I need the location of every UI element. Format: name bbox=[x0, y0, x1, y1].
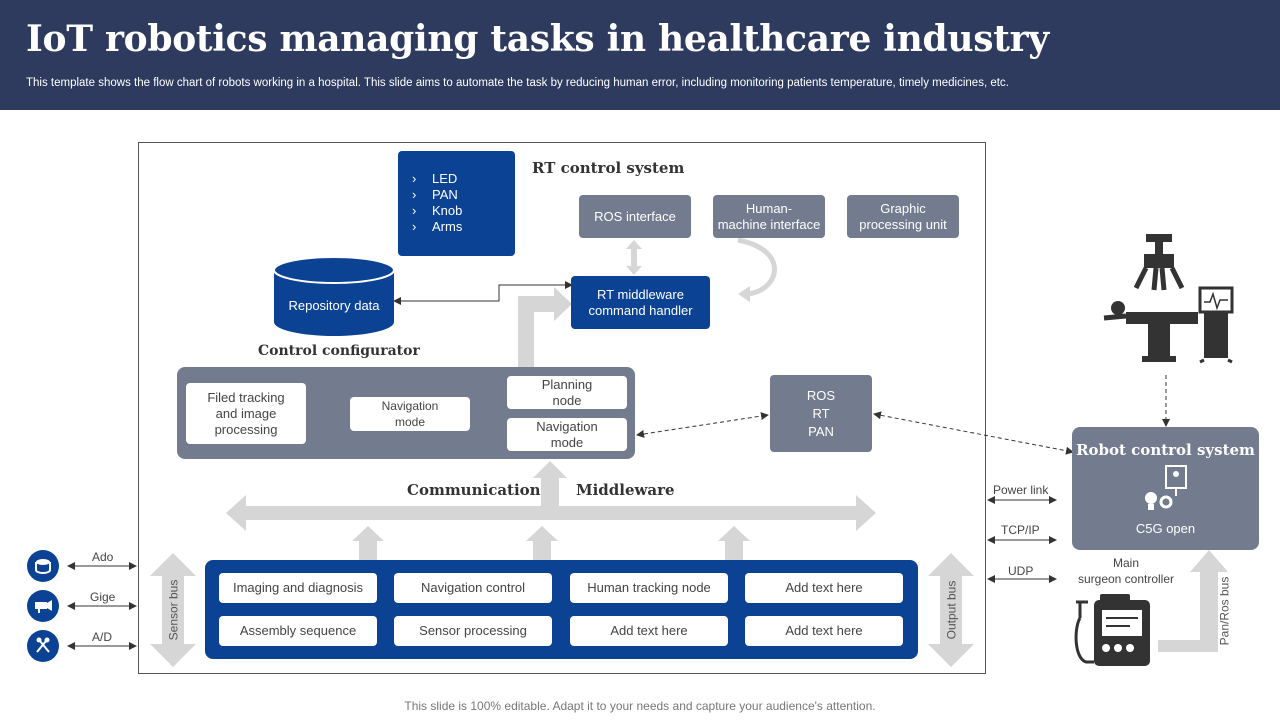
repository-cylinder-icon bbox=[273, 256, 395, 336]
pan-ros-bus-arrow bbox=[1158, 550, 1228, 652]
ros-robot-dashed bbox=[873, 411, 1074, 455]
chevron-right-icon: › bbox=[412, 187, 417, 202]
up-arrow-3 bbox=[718, 526, 750, 560]
configurator-title: Control configurator bbox=[258, 343, 420, 359]
repository-link bbox=[393, 281, 573, 305]
link-label-udp: UDP bbox=[1008, 564, 1034, 578]
page-title: IoT robotics managing tasks in healthcar… bbox=[26, 18, 1049, 60]
tools-sensor-icon bbox=[27, 630, 59, 662]
sensor-bus-wrap: Sensor bus bbox=[138, 580, 208, 641]
hmi-box: Human- machine interface bbox=[713, 195, 825, 238]
led-list-label: PAN bbox=[432, 187, 458, 202]
header-banner bbox=[0, 0, 1280, 110]
robot-control-sub: C5G open bbox=[1135, 521, 1196, 536]
surgeon-controller-icon bbox=[1074, 594, 1150, 666]
rt-middleware-box: RT middleware command handler bbox=[571, 276, 710, 329]
led-list-label: LED bbox=[432, 171, 458, 186]
middleware-label: Middleware bbox=[576, 481, 675, 499]
module-box: Human tracking node bbox=[570, 573, 728, 603]
link-label-power: Power link bbox=[993, 483, 1049, 497]
gear-bulb-icon bbox=[1145, 465, 1187, 510]
up-arrow-config bbox=[533, 461, 567, 506]
nav-mode-box-2: Navigation mode bbox=[507, 418, 627, 451]
output-bus-arrow bbox=[928, 553, 974, 667]
ros-middleware-arrow bbox=[626, 240, 642, 275]
elbow-arrow-middleware bbox=[518, 287, 572, 367]
robot-control-title: Robot control system bbox=[1076, 441, 1255, 459]
surgical-robot-icon bbox=[1103, 234, 1234, 364]
led-list: › LED › PAN › Knob › Arms bbox=[412, 171, 515, 235]
output-bus-label: Output bus bbox=[944, 580, 958, 640]
led-list-label: Knob bbox=[432, 203, 463, 218]
page-subtitle: This template shows the flow chart of ro… bbox=[26, 77, 1009, 89]
module-box: Add text here bbox=[570, 616, 728, 646]
up-arrow-1 bbox=[352, 526, 384, 560]
hmi-curve-arrow bbox=[737, 237, 777, 297]
module-box: Assembly sequence bbox=[219, 616, 377, 646]
pan-ros-bus-label: Pan/Ros bus bbox=[1217, 576, 1231, 646]
footer-note: This slide is 100% editable. Adapt it to… bbox=[404, 699, 876, 713]
link-label-ado: Ado bbox=[92, 550, 114, 564]
module-box: Add text here bbox=[745, 616, 903, 646]
module-box: Sensor processing bbox=[394, 616, 552, 646]
led-list-item: › Knob bbox=[412, 203, 515, 219]
nav-mode-box-1: Navigation mode bbox=[350, 397, 470, 431]
communication-label: Communication bbox=[407, 481, 541, 499]
led-list-item: › PAN bbox=[412, 187, 515, 203]
up-arrow-2 bbox=[526, 526, 558, 560]
planning-node-box: Planning node bbox=[507, 376, 627, 409]
link-label-tcpip: TCP/IP bbox=[1001, 523, 1040, 537]
ros-interface-box: ROS interface bbox=[579, 195, 691, 238]
pan-ros-bus-wrap: Pan/Ros bus bbox=[1194, 577, 1254, 646]
gpu-box: Graphic processing unit bbox=[847, 195, 959, 238]
led-list-item: › Arms bbox=[412, 219, 515, 235]
led-box: › LED › PAN › Knob › Arms bbox=[398, 151, 515, 256]
database-sensor-icon bbox=[27, 550, 59, 582]
chevron-right-icon: › bbox=[412, 219, 417, 234]
link-label-gige: Gige bbox=[90, 590, 116, 604]
filed-tracking-box: Filed tracking and image processing bbox=[186, 383, 306, 444]
repository-label: Repository data bbox=[288, 298, 380, 313]
output-bus-wrap: Output bus bbox=[916, 581, 986, 640]
sensor-bus-label: Sensor bus bbox=[165, 579, 180, 641]
chevron-right-icon: › bbox=[412, 203, 417, 218]
nav-ros-dashed bbox=[636, 412, 769, 438]
module-box: Imaging and diagnosis bbox=[219, 573, 377, 603]
module-box: Navigation control bbox=[394, 573, 552, 603]
module-box: Add text here bbox=[745, 573, 903, 603]
communication-arrow bbox=[226, 495, 876, 531]
surgeon-controller-label: Main surgeon controller bbox=[1077, 556, 1175, 586]
link-label-ad: A/D bbox=[92, 630, 113, 644]
ros-rt-pan-box: ROS RT PAN bbox=[770, 375, 872, 452]
sensor-bus-arrow bbox=[150, 553, 196, 667]
rt-control-title: RT control system bbox=[532, 159, 685, 177]
camera-sensor-icon bbox=[27, 590, 59, 622]
chevron-right-icon: › bbox=[412, 171, 417, 186]
led-list-label: Arms bbox=[432, 219, 463, 234]
led-list-item: › LED bbox=[412, 171, 515, 187]
